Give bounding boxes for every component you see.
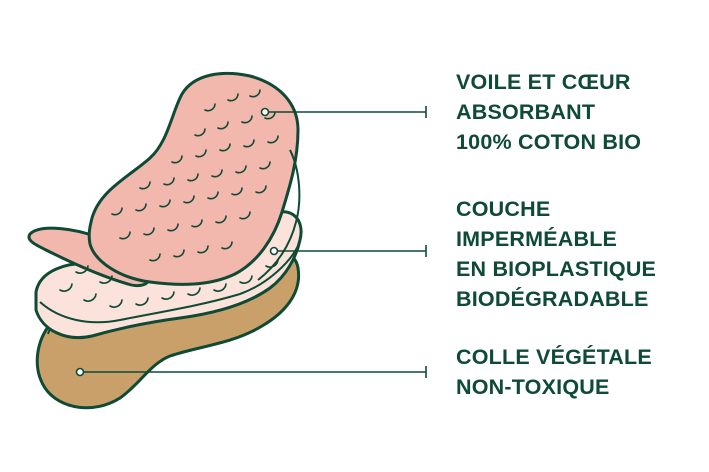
label-line: VOILE ET CŒUR xyxy=(456,70,631,94)
label-line: ABSORBANT xyxy=(456,100,596,124)
label-line: NON-TOXIQUE xyxy=(456,375,610,399)
label-waterproof-layer: COUCHE IMPERMÉABLE EN BIOPLASTIQUE BIODÉ… xyxy=(456,194,656,314)
label-plant-glue: COLLE VÉGÉTALE NON-TOXIQUE xyxy=(456,342,652,402)
label-line: COLLE VÉGÉTALE xyxy=(456,345,652,369)
label-absorbent-core: VOILE ET CŒUR ABSORBANT 100% COTON BIO xyxy=(456,67,641,157)
absorbent-layer xyxy=(59,72,301,308)
label-line: 100% COTON BIO xyxy=(456,130,642,154)
leader-line-absorbent xyxy=(260,106,427,118)
label-line: IMPERMÉABLE xyxy=(456,227,618,251)
leader-line-waterproof xyxy=(269,245,427,257)
label-line: COUCHE xyxy=(456,197,551,221)
label-line: BIODÉGRADABLE xyxy=(456,287,649,311)
leader-line-adhesive xyxy=(75,366,427,378)
label-line: EN BIOPLASTIQUE xyxy=(456,257,657,281)
